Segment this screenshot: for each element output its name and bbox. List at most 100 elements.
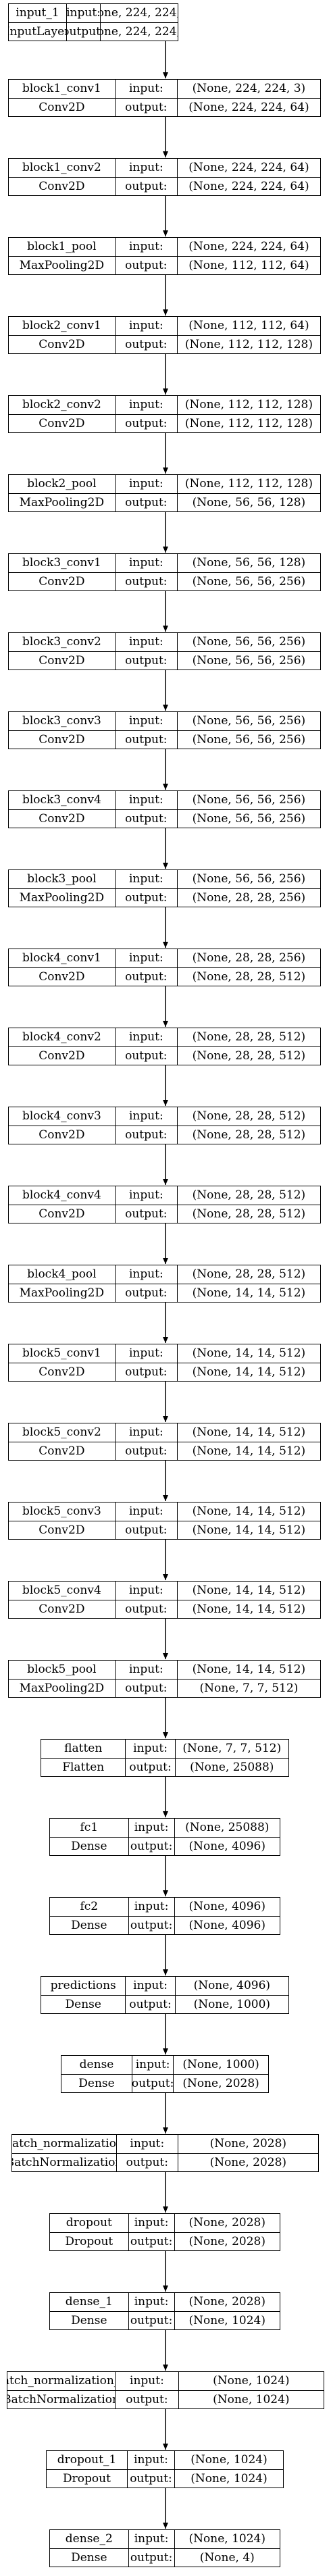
layer-name: block5_conv1 <box>22 1346 101 1360</box>
layer-input-shape: (None, 28, 28, 512) <box>176 1028 320 1046</box>
layer-input-shape: (None, 28, 28, 512) <box>176 1265 320 1284</box>
input-label: input: <box>114 396 177 414</box>
layer-name: block5_conv3 <box>22 1505 101 1518</box>
layer-input-shape: (None, 56, 56, 128) <box>176 554 320 572</box>
layer-type: Dense <box>71 2313 107 2327</box>
layer-output-shape: (None, 28, 28, 512) <box>176 1047 320 1065</box>
layer-output-shape: (None, 112, 112, 128) <box>176 415 320 432</box>
layer-input-shape: (None, 2028) <box>177 2135 318 2153</box>
layer-name: block1_pool <box>27 240 97 253</box>
output-label: output: <box>114 336 177 353</box>
layer-name: block3_conv2 <box>22 635 101 649</box>
input-label: input: <box>114 554 177 572</box>
layer-type: Conv2D <box>39 811 85 826</box>
output-label: output: <box>128 2549 174 2567</box>
layer-input-shape: (None, 224, 224, 3) <box>176 80 320 98</box>
layer-input-shape: (None, 56, 56, 256) <box>176 712 320 730</box>
layer-name: block3_conv4 <box>22 793 101 807</box>
layer-input-shape: (None, 2028) <box>174 2293 280 2311</box>
output-label: output: <box>114 257 177 274</box>
output-label: output: <box>115 2391 178 2408</box>
layer-output-shape: (None, 1000) <box>174 1996 288 2013</box>
output-label: output: <box>114 1284 177 1302</box>
layer-type: Conv2D <box>39 1365 85 1379</box>
output-label: output: <box>114 1442 177 1460</box>
input-label: input: <box>114 317 177 335</box>
layer-output-shape: (None, 4096) <box>174 1917 280 1934</box>
layer-type: Dense <box>71 1918 107 1932</box>
output-label: output: <box>116 2154 178 2171</box>
layer-output-shape: (None, 14, 14, 512) <box>176 1363 320 1381</box>
output-label: output: <box>114 415 177 432</box>
layer-type: MaxPooling2D <box>19 495 105 509</box>
layer-name: block5_pool <box>27 1663 97 1676</box>
output-label: output: <box>114 731 177 749</box>
layer-output-shape: (None, 14, 14, 512) <box>176 1521 320 1539</box>
output-label: output: <box>114 1047 177 1065</box>
layer-type: Dense <box>78 2076 115 2090</box>
input-label: input: <box>114 1661 177 1679</box>
input-label: input: <box>125 1977 174 1995</box>
output-label: output: <box>128 2312 174 2329</box>
input-label: input: <box>114 712 177 730</box>
layer-output-shape: (None, 1024) <box>174 2470 283 2487</box>
layer-type: MaxPooling2D <box>19 890 105 905</box>
layer-type: Dense <box>71 1839 107 1853</box>
layer-input-shape: (None, 1024) <box>174 2451 283 2469</box>
layer-output-shape: (None, 28, 28, 512) <box>176 968 320 986</box>
layer-type: Conv2D <box>39 1049 85 1063</box>
layer-output-shape: (None, 7, 7, 512) <box>176 1680 320 1697</box>
input-label: input: <box>114 791 177 809</box>
input-label: input: <box>128 1898 174 1916</box>
input-label: input: <box>114 870 177 888</box>
layer-type: Dropout <box>65 2234 113 2248</box>
layer-output-shape: (None, 56, 56, 256) <box>176 731 320 749</box>
layer-type: MaxPooling2D <box>19 1681 105 1695</box>
input-label: input: <box>125 1740 174 1758</box>
input-label: input: <box>114 1502 177 1521</box>
output-label: output: <box>114 1521 177 1539</box>
layer-type: BatchNormalization <box>7 2392 116 2406</box>
input-label: input: <box>114 159 177 177</box>
output-label: output: <box>114 1126 177 1144</box>
layer-type: MaxPooling2D <box>19 1286 105 1300</box>
layer-output-shape: (None, 2028) <box>177 2154 318 2171</box>
layer-input-shape: (None, 7, 7, 512) <box>174 1740 288 1758</box>
layer-input-shape: (None, 14, 14, 512) <box>176 1423 320 1442</box>
output-label: output: <box>66 23 100 41</box>
layer-name: block4_conv2 <box>22 1030 101 1044</box>
input-label: input: <box>114 1265 177 1284</box>
layer-input-shape: (None, 56, 56, 256) <box>176 870 320 888</box>
input-label: input: <box>114 633 177 651</box>
layer-name: block5_conv4 <box>22 1584 101 1597</box>
layer-output-shape: (None, 56, 56, 256) <box>176 810 320 828</box>
layer-input-shape: [(None, 224, 224, 3)] <box>100 4 178 22</box>
layer-output-shape: (None, 28, 28, 512) <box>176 1126 320 1144</box>
layer-output-shape: (None, 14, 14, 512) <box>176 1600 320 1618</box>
input-label: input: <box>114 1186 177 1205</box>
input-label: input: <box>115 2372 178 2390</box>
layer-input-shape: (None, 28, 28, 512) <box>176 1107 320 1126</box>
layer-name: block3_conv1 <box>22 556 101 570</box>
output-label: output: <box>114 494 177 511</box>
layer-input-shape: (None, 1000) <box>173 2056 268 2074</box>
layer-type: Conv2D <box>39 337 85 351</box>
layer-name: block4_conv3 <box>22 1109 101 1123</box>
layer-name: block4_conv4 <box>22 1188 101 1202</box>
layer-input-shape: (None, 4096) <box>174 1898 280 1916</box>
